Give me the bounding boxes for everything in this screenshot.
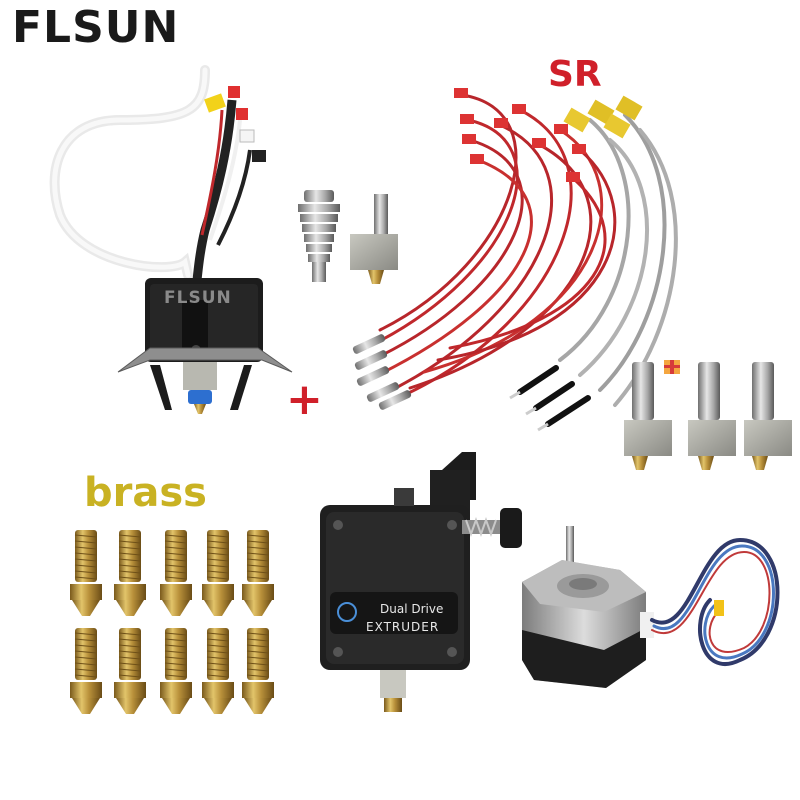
- brass-nozzle: [70, 530, 102, 616]
- extruder-label-line1: Dual Drive: [380, 602, 444, 616]
- brass-nozzle: [202, 628, 234, 714]
- thermistor-wires: [370, 93, 678, 407]
- brass-nozzle: [70, 628, 102, 714]
- extruder-label-line2: EXTRUDER: [366, 620, 440, 634]
- spare-heater-blocks: [624, 360, 792, 470]
- brass-nozzle: [242, 530, 274, 616]
- plus-sign: +: [286, 374, 323, 425]
- brass-nozzle: [114, 530, 146, 616]
- brass-nozzle: [242, 628, 274, 714]
- brand-logo: FLSUN: [12, 2, 180, 53]
- stepper-motor: [522, 526, 654, 688]
- wire-connectors: [454, 88, 643, 182]
- dual-drive-extruder: [320, 452, 522, 712]
- heater-cartridges: [352, 334, 591, 432]
- hotend-assembly: [49, 65, 293, 414]
- brass-nozzle: [114, 628, 146, 714]
- hotend-brand-text: FLSUN: [164, 288, 232, 308]
- brass-nozzle: [160, 530, 192, 616]
- brass-nozzles: [70, 530, 274, 714]
- sr-label: SR: [548, 54, 602, 95]
- brass-label: brass: [84, 470, 207, 516]
- brass-nozzle: [202, 530, 234, 616]
- motor-cable: [650, 537, 780, 666]
- heatsink-and-heater-block: [298, 190, 398, 284]
- brass-nozzle: [160, 628, 192, 714]
